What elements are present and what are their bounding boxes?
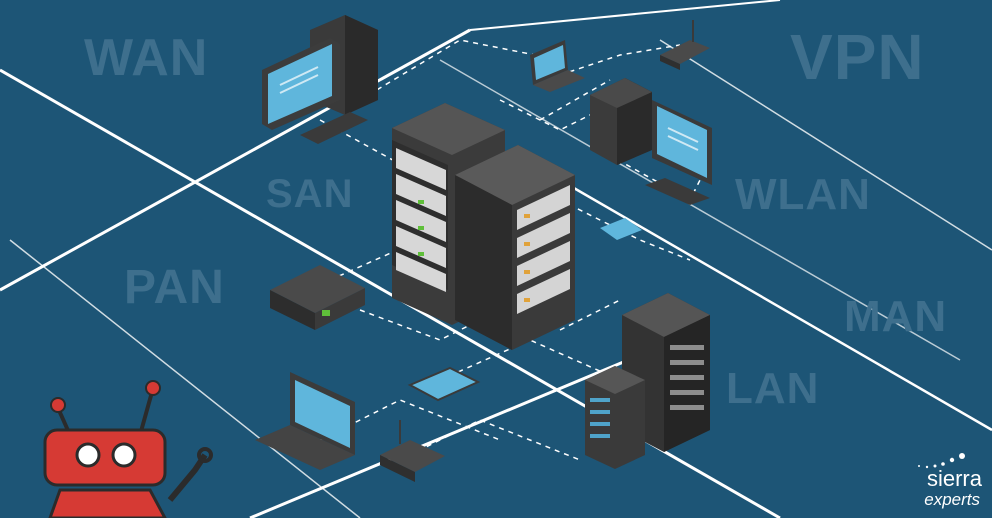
label-san: SAN: [266, 172, 354, 216]
lan-server-short-icon: [585, 366, 645, 469]
router-bottom-icon: [380, 420, 445, 482]
label-vpn: VPN: [790, 21, 925, 93]
network-switch-icon: [270, 265, 365, 330]
tower-server-icon: [590, 78, 652, 165]
brand-name: sierra: [926, 466, 982, 491]
monitor-icon: [645, 100, 712, 205]
router-icon: [660, 20, 710, 70]
brand-logo: sierra experts: [902, 452, 988, 514]
rack-server-right-icon: [455, 145, 575, 350]
label-pan: PAN: [124, 261, 225, 314]
dashed-connections: [319, 39, 701, 461]
desktop-computer-icon: [262, 15, 378, 144]
tablet-icon: [600, 218, 642, 240]
label-man: MAN: [844, 292, 948, 341]
brand-dots-icon: [918, 453, 965, 469]
access-point-icon: [407, 366, 481, 402]
robot-mascot-icon: [43, 380, 213, 518]
label-wlan: WLAN: [735, 170, 871, 219]
brand-subtitle: experts: [924, 490, 980, 509]
label-lan: LAN: [726, 364, 820, 413]
laptop-icon: [530, 40, 585, 92]
label-wan: WAN: [84, 29, 209, 87]
laptop-bottom-icon: [255, 372, 355, 470]
